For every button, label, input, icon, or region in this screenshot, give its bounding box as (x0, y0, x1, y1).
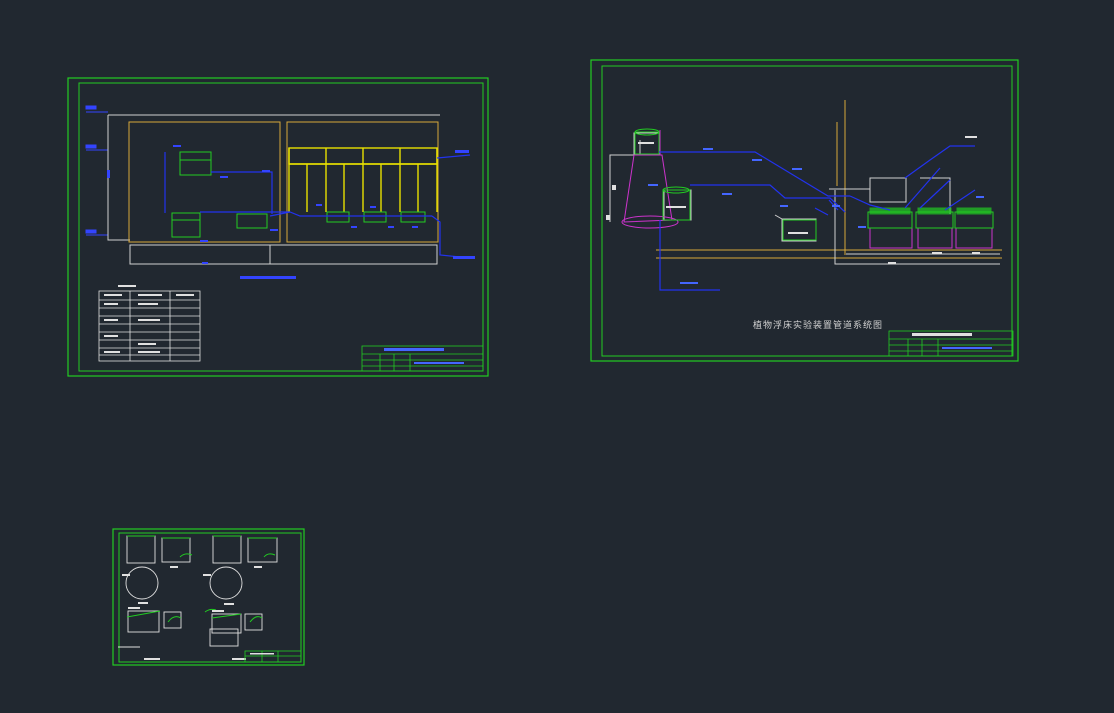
sheet-2-vertical-risers (836, 100, 846, 255)
sheet-3-title-block (244, 650, 302, 663)
sheet-1-outer-frame (67, 77, 489, 377)
sheet-1-structure-outline (107, 114, 440, 265)
sheet-2-title-block (888, 330, 1014, 357)
sheet-3-outer-frame (112, 528, 305, 666)
drawing-sheet-3[interactable] (112, 528, 305, 666)
sheet-1-schedule-table (98, 285, 201, 362)
sheet-1-elevation-markers (85, 105, 108, 236)
sheet-2-inner-frame (601, 65, 1013, 357)
drawing-sheet-2[interactable]: 植物浮床实验装置管道系统图 (590, 59, 1019, 362)
sheet-2-labels (606, 136, 984, 284)
sheet-3-inner-frame (118, 532, 302, 663)
sheet-2-outer-frame (590, 59, 1019, 362)
sheet-1-inner-frame (78, 82, 484, 372)
sheet-3-tank-details (118, 535, 278, 648)
drawing-sheet-1[interactable] (67, 77, 489, 377)
sheet-3-dim-labels (122, 566, 262, 660)
sheet-1-equipment (171, 151, 426, 238)
sheet-3-green-accents (126, 535, 277, 623)
sheet-2-green-tanks (634, 128, 994, 241)
sheet-1-pipe-labels (107, 145, 475, 279)
sheet-1-title-block (361, 345, 484, 372)
sheet-2-ground-lines (656, 249, 1002, 259)
sheet-2-magenta-vessels (621, 130, 993, 249)
sheet-2-pipes (659, 145, 976, 291)
sheet-1-building-walls (128, 121, 439, 243)
sheet-2-caption: 植物浮床实验装置管道系统图 (753, 319, 883, 331)
sheet-1-tank-array (288, 147, 438, 212)
sheet-1-pipes (164, 152, 471, 259)
